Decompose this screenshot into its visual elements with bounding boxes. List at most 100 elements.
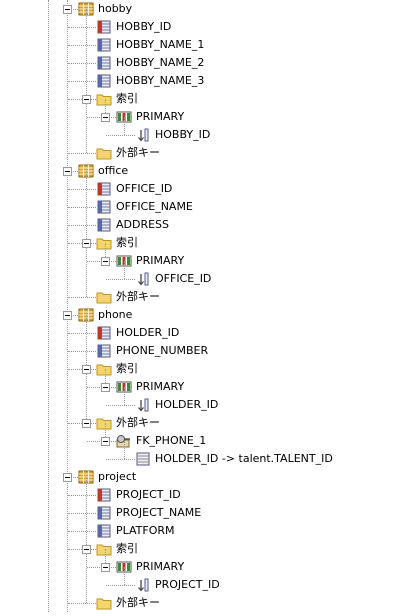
tree-node-label: 索引 [116,236,138,249]
tree-node-column[interactable]: PROJECT_NAME [96,504,201,522]
column-icon [96,218,112,232]
collapse-toggle[interactable] [82,239,91,248]
primary-key-column-icon [96,326,112,340]
tree-node-index-col[interactable]: HOBBY_ID [135,126,210,144]
collapse-toggle[interactable] [82,365,91,374]
tree-node-table[interactable]: project [78,468,136,486]
tree-node-folder[interactable]: 索引 [96,90,138,108]
tree-node-fk[interactable]: FK_PHONE_1 [116,432,206,450]
tree-node-label: PHONE_NUMBER [116,344,209,357]
folder-icon [96,542,112,556]
collapse-toggle[interactable] [101,383,110,392]
tree-node-fk-col[interactable]: HOLDER_ID -> talent.TALENT_ID [135,450,333,468]
tree-node-label: PLATFORM [116,524,175,537]
collapse-toggle[interactable] [63,167,72,176]
tree-guide-line [124,441,125,459]
tree-node-label: 索引 [116,362,138,375]
tree-node-folder[interactable]: 外部キー [96,414,160,432]
column-icon [96,506,112,520]
tree-node-column-pk[interactable]: HOLDER_ID [96,324,179,342]
tree-node-label: HOBBY_NAME_3 [116,74,205,87]
tree-node-folder[interactable]: 外部キー [96,594,160,612]
tree-node-column-pk[interactable]: HOBBY_ID [96,18,171,36]
collapse-toggle[interactable] [63,473,72,482]
tree-node-column[interactable]: PLATFORM [96,522,175,540]
tree-node-index-col[interactable]: OFFICE_ID [135,270,211,288]
tree-guide-line [67,477,78,478]
folder-icon [96,290,112,304]
index-column-icon [135,578,151,592]
tree-node-index-col[interactable]: HOLDER_ID [135,396,218,414]
collapse-toggle[interactable] [63,311,72,320]
tree-node-index[interactable]: PRIMARY [116,558,184,576]
column-icon [96,524,112,538]
tree-guide-line [105,549,106,567]
tree-node-column-pk[interactable]: PROJECT_ID [96,486,181,504]
collapse-toggle[interactable] [82,95,91,104]
tree-node-label: OFFICE_ID [155,272,212,285]
tree-node-column[interactable]: HOBBY_NAME_2 [96,54,204,72]
tree-node-column[interactable]: HOBBY_NAME_1 [96,36,204,54]
tree-node-folder[interactable]: 索引 [96,540,138,558]
column-icon [96,200,112,214]
tree-guide-line [68,603,96,604]
tree-node-label: PRIMARY [136,560,185,573]
collapse-toggle[interactable] [101,563,110,572]
tree-guide-line [124,117,125,135]
tree-guide-line [106,279,135,280]
tree-node-index[interactable]: PRIMARY [116,108,184,126]
tree-node-label: hobby [98,2,133,15]
tree-guide-line [68,225,96,226]
tree-node-label: HOBBY_ID [116,20,172,33]
collapse-toggle[interactable] [63,5,72,14]
tree-node-label: PROJECT_ID [155,578,220,591]
index-column-icon [135,128,151,142]
tree-guide-line [106,135,135,136]
tree-guide-line [68,207,96,208]
index-column-icon [135,272,151,286]
tree-node-folder[interactable]: 索引 [96,360,138,378]
tree-node-folder[interactable]: 外部キー [96,144,160,162]
tree-node-label: PRIMARY [136,110,185,123]
tree-node-label: HOBBY_NAME_1 [116,38,205,51]
tree-node-folder[interactable]: 外部キー [96,288,160,306]
collapse-toggle[interactable] [101,437,110,446]
folder-icon [96,236,112,250]
tree-node-column[interactable]: OFFICE_NAME [96,198,193,216]
tree-node-label: PROJECT_NAME [116,506,202,519]
tree-node-folder[interactable]: 索引 [96,234,138,252]
foreign-key-column-icon [135,452,151,466]
tree-node-label: HOLDER_ID [116,326,180,339]
tree-guide-line [68,189,96,190]
tree-node-column[interactable]: HOBBY_NAME_3 [96,72,204,90]
tree-node-label: 外部キー [116,146,160,159]
column-icon [96,56,112,70]
primary-key-column-icon [96,182,112,196]
collapse-toggle[interactable] [82,545,91,554]
tree-node-label: PROJECT_ID [116,488,181,501]
tree-guide-line [67,0,68,612]
tree-guide-line [67,9,78,10]
tree-guide-line [124,567,125,585]
tree-node-index[interactable]: PRIMARY [116,378,184,396]
collapse-toggle[interactable] [101,257,110,266]
column-icon [96,38,112,52]
tree-node-label: phone [98,308,133,321]
tree-guide-line [68,81,96,82]
index-column-icon [135,398,151,412]
collapse-toggle[interactable] [101,113,110,122]
tree-node-column-pk[interactable]: OFFICE_ID [96,180,172,198]
tree-node-index[interactable]: PRIMARY [116,252,184,270]
folder-icon [96,146,112,160]
primary-key-column-icon [96,488,112,502]
folder-icon [96,416,112,430]
tree-guide-line [106,405,135,406]
tree-node-column[interactable]: PHONE_NUMBER [96,342,208,360]
tree-node-table[interactable]: hobby [78,0,132,18]
tree-guide-line [86,477,87,603]
collapse-toggle[interactable] [82,419,91,428]
tree-guide-line [68,297,96,298]
tree-node-index-col[interactable]: PROJECT_ID [135,576,220,594]
tree-node-column[interactable]: ADDRESS [96,216,169,234]
